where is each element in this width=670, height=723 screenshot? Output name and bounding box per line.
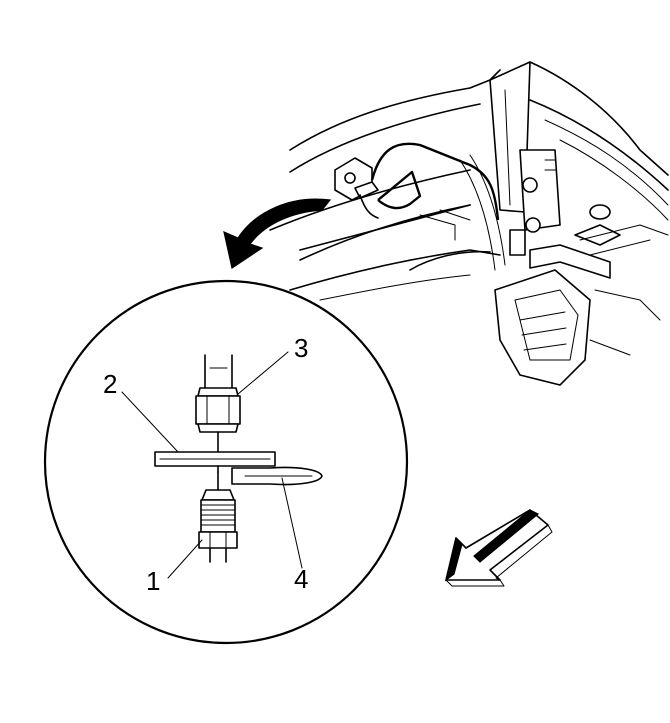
vehicle-body-illustration — [269, 61, 669, 386]
callout-2: 2 — [103, 369, 117, 399]
leader-line-2 — [121, 391, 179, 453]
front-direction-arrow-icon — [445, 509, 553, 587]
detail-view: 1 2 3 4 — [43, 279, 409, 645]
bracket — [154, 451, 276, 467]
leader-line-3 — [237, 351, 289, 395]
curved-arrow-icon — [223, 198, 332, 269]
callout-4: 4 — [294, 564, 308, 594]
callout-1: 1 — [146, 566, 160, 596]
retainer-clip — [217, 465, 323, 491]
callout-3: 3 — [294, 333, 308, 363]
hose-fitting — [195, 387, 241, 433]
brake-pipe-fitting — [198, 489, 238, 563]
leader-line-4 — [281, 477, 303, 569]
brake-hose — [204, 354, 233, 389]
leader-line-1 — [167, 539, 203, 579]
